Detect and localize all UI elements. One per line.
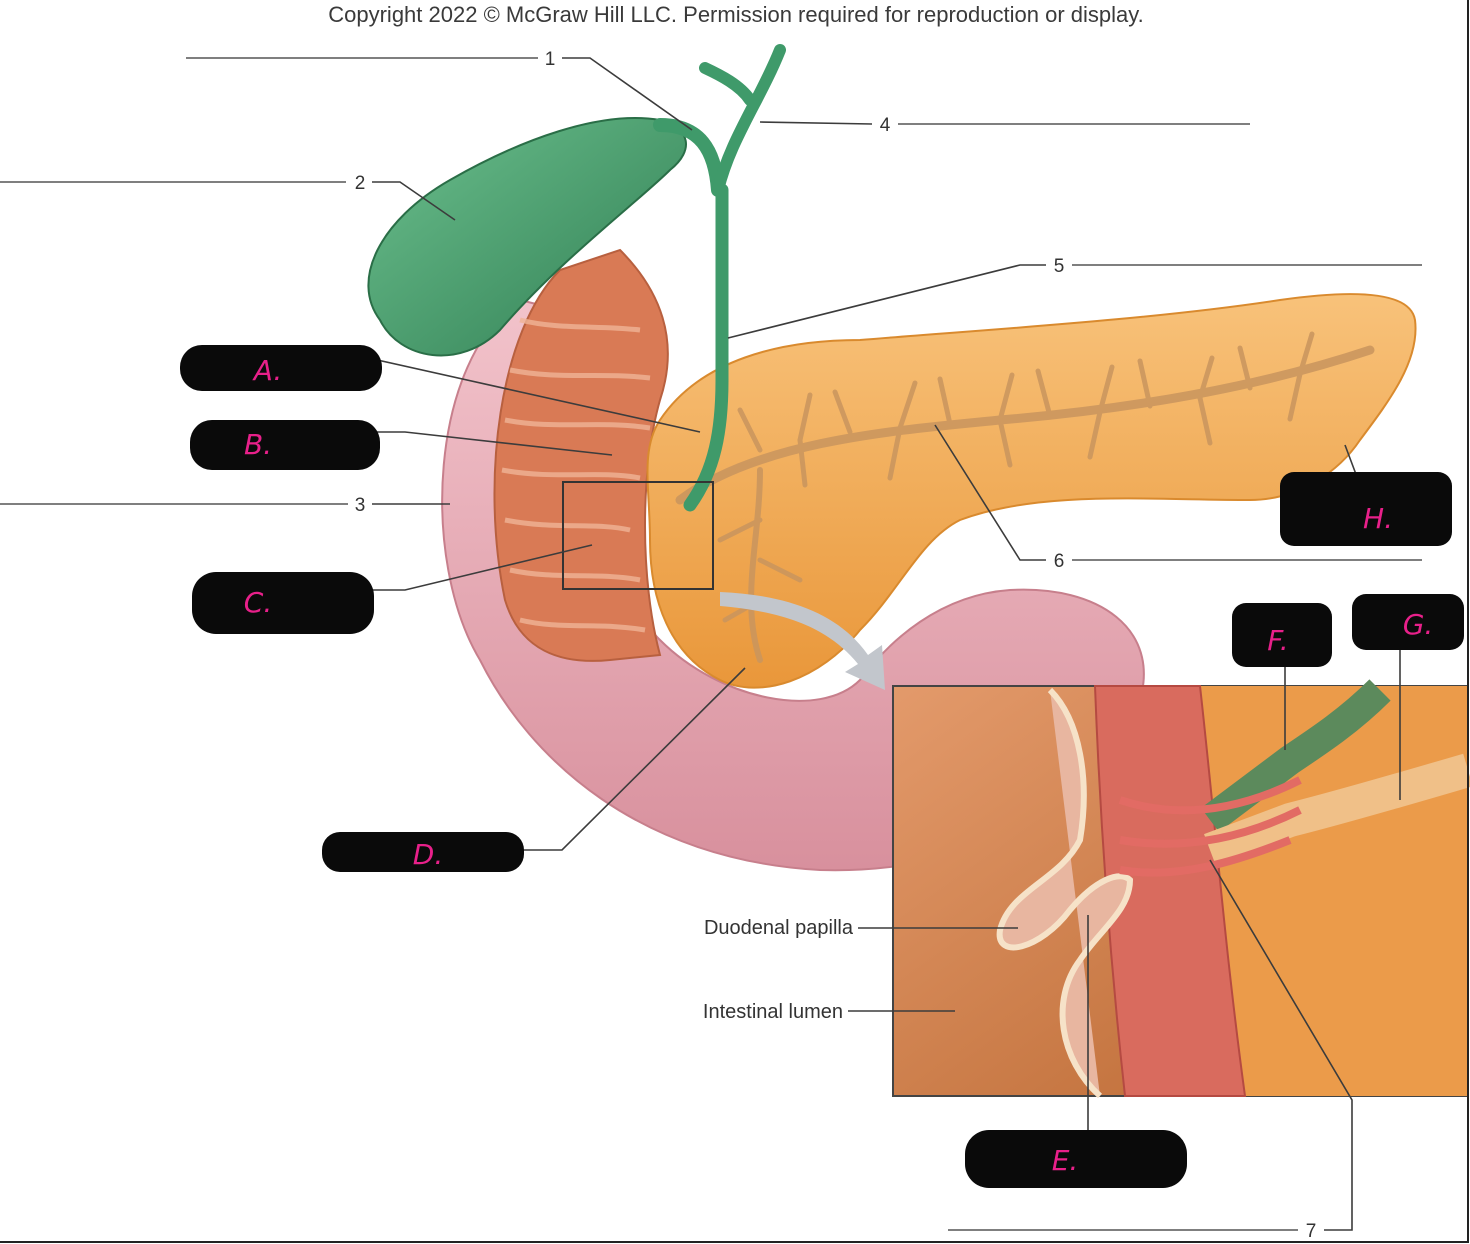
- inset-bile-duct: [1201, 679, 1391, 832]
- inset-source-box: [562, 481, 714, 590]
- hepatic-duct: [699, 44, 786, 196]
- redaction-g: G.: [1352, 594, 1464, 650]
- label-number-6: 6: [1054, 551, 1065, 572]
- redaction-a: A.: [180, 345, 382, 391]
- common-bile-duct: [683, 183, 729, 512]
- label-number-5: 5: [1054, 256, 1065, 277]
- redaction-b: B.: [190, 420, 380, 470]
- handwritten-label-f: F.: [1267, 624, 1288, 657]
- redaction-e: E.: [965, 1130, 1187, 1188]
- duodenal-folds: [501, 317, 651, 633]
- label-number-7: 7: [1306, 1221, 1317, 1242]
- magnify-arrow: [720, 592, 885, 690]
- label-number-4: 4: [880, 115, 891, 136]
- redaction-d: D.: [322, 832, 524, 872]
- handwritten-label-g: G.: [1403, 608, 1434, 641]
- handwritten-label-h: H.: [1363, 502, 1393, 535]
- pancreatic-ducts: [675, 331, 1375, 663]
- inset-pancreatic-duct: [1204, 753, 1470, 866]
- duodenal-papilla-label: Duodenal papilla: [704, 917, 854, 939]
- handwritten-label-b: B.: [244, 428, 272, 461]
- copyright-text: Copyright 2022 © McGraw Hill LLC. Permis…: [328, 2, 1143, 27]
- handwritten-label-e: E.: [1052, 1144, 1079, 1177]
- handwritten-label-a: A.: [252, 354, 283, 387]
- handwritten-label-d: D.: [413, 838, 443, 871]
- redaction-h: H.: [1280, 472, 1452, 546]
- label-number-2: 2: [355, 173, 366, 194]
- redaction-c: C.: [192, 572, 374, 634]
- label-number-3: 3: [355, 495, 366, 516]
- redaction-f: F.: [1232, 603, 1332, 667]
- duodenal-papilla: [996, 687, 1134, 1099]
- label-number-1: 1: [545, 49, 556, 70]
- hepatopancreatic-sphincter: [1118, 776, 1302, 877]
- numbered-callouts: 1 2 3 4 5 6 7: [0, 49, 1422, 1242]
- handwritten-label-c: C.: [244, 586, 272, 619]
- intestinal-lumen-label: Intestinal lumen: [703, 1001, 843, 1023]
- inset-panel: [892, 679, 1470, 1099]
